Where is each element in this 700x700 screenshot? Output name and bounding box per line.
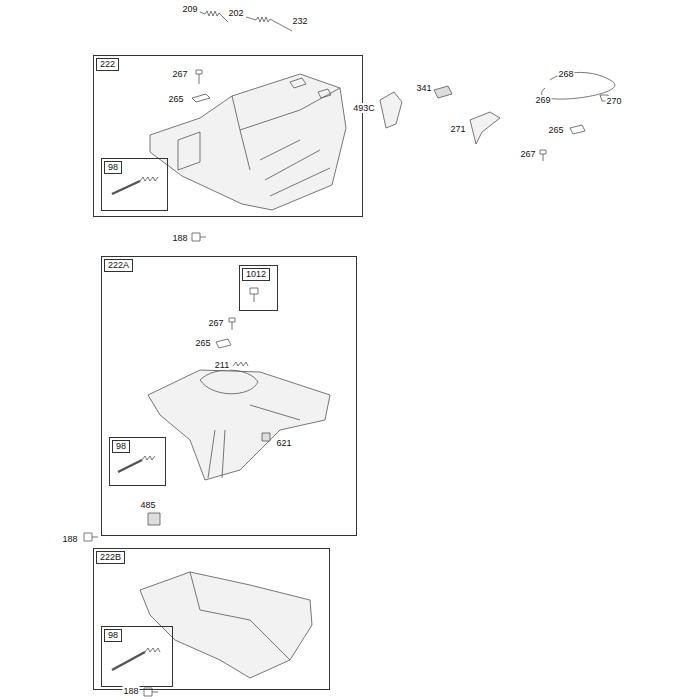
- callout-box: 222A 1012 98: [101, 256, 357, 536]
- box-label: 222: [96, 58, 119, 71]
- callout-number: 265: [547, 125, 564, 135]
- callout-number: 270: [605, 96, 622, 106]
- callout-number: 267: [519, 149, 536, 159]
- callout-box: 222B 98: [93, 548, 330, 690]
- box-label: 98: [104, 629, 122, 642]
- callout-number: 232: [291, 16, 308, 26]
- box-label: 222B: [96, 551, 125, 564]
- callout-number: 267: [171, 69, 188, 79]
- callout-number: 269: [534, 95, 551, 105]
- callout-box: 98: [101, 626, 173, 687]
- callout-number: 265: [194, 338, 211, 348]
- callout-number: 202: [227, 8, 244, 18]
- box-label: 1012: [242, 268, 270, 281]
- callout-number: 188: [61, 534, 78, 544]
- callout-number: 188: [122, 686, 139, 696]
- callout-number: 493C: [352, 103, 376, 113]
- box-label: 98: [104, 161, 122, 174]
- callout-box: 222 98: [93, 55, 363, 217]
- callout-number: 209: [181, 4, 198, 14]
- callout-number: 341: [415, 83, 432, 93]
- callout-number: 265: [167, 94, 184, 104]
- callout-number: 188: [171, 233, 188, 243]
- callout-number: 485: [139, 500, 156, 510]
- callout-number: 211: [214, 360, 230, 370]
- box-label: 98: [112, 440, 130, 453]
- callout-box: 98: [109, 437, 166, 486]
- box-label: 222A: [104, 259, 133, 272]
- callout-number: 268: [557, 69, 574, 79]
- callout-box: 1012: [239, 265, 278, 311]
- callout-box: 98: [101, 158, 168, 211]
- callout-number: 271: [449, 124, 466, 134]
- callout-number: 621: [275, 438, 292, 448]
- callout-number: 267: [207, 318, 224, 328]
